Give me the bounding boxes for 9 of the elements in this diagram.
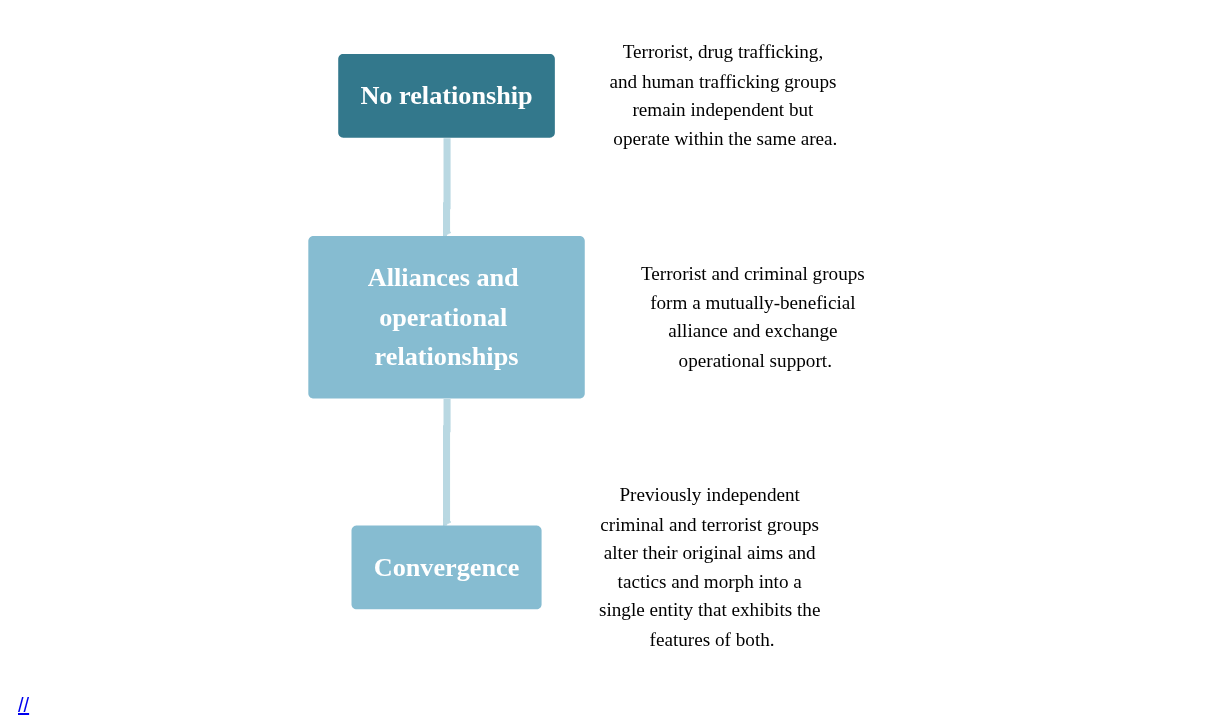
node-box: No relationship — [338, 53, 555, 138]
link-text: // — [18, 694, 30, 716]
node-label: Terrorist and criminal groups form a mutually-beneficial alliance and exchange operational support. — [640, 262, 865, 371]
arrow — [442, 398, 452, 527]
node-box: Alliances and operational relationships — [308, 236, 585, 399]
node-label: Terrorist, drug trafficking, and human trafficking groups remain independent but operate within the same area. — [609, 41, 838, 149]
node-box: Convergence — [351, 525, 542, 610]
node-label: Previously independent criminal and terrorist groups alter their original aims and tactics and morph into a single entity that exhibits the features of both. — [598, 484, 821, 650]
arrow — [442, 138, 452, 237]
